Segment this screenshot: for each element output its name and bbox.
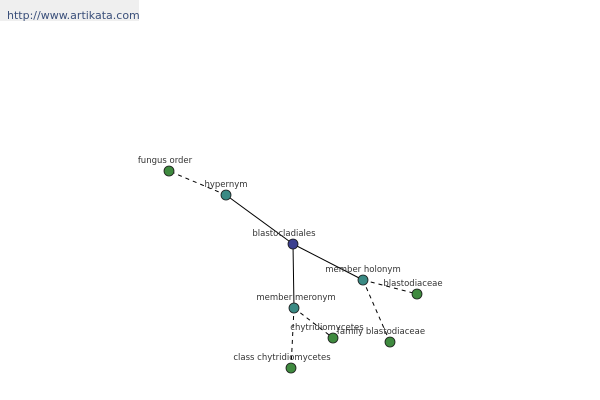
node-chytridiomycetes[interactable] bbox=[327, 332, 339, 344]
url-banner: http://www.artikata.com bbox=[0, 0, 140, 22]
edge-hypernym-to-fungus-order bbox=[168, 170, 227, 196]
node-label-member-meronym[interactable]: member meronym bbox=[256, 293, 335, 303]
node-label-fungus-order[interactable]: fungus order bbox=[138, 156, 193, 166]
node-label-chytridiomycetes[interactable]: chytridiomycetes bbox=[290, 323, 364, 333]
node-center[interactable] bbox=[287, 238, 299, 250]
node-label-center[interactable]: blastocladiales bbox=[252, 229, 316, 239]
node-label-family-blastodiaceae[interactable]: family blastodiaceae bbox=[337, 327, 425, 337]
node-blastodiaceae[interactable] bbox=[411, 288, 423, 300]
node-hypernym[interactable] bbox=[220, 189, 232, 201]
node-family-blastodiaceae[interactable] bbox=[384, 336, 396, 348]
node-label-hypernym[interactable]: hypernym bbox=[204, 180, 247, 190]
node-member-holonym[interactable] bbox=[357, 274, 369, 286]
edge-member-holonym-to-family-blastodiaceae bbox=[362, 279, 391, 343]
edge-member-holonym-to-blastodiaceae bbox=[362, 279, 418, 295]
node-label-blastodiaceae[interactable]: blastodiaceae bbox=[383, 279, 442, 289]
node-label-member-holonym[interactable]: member holonym bbox=[325, 265, 400, 275]
edge-member-meronym-to-chytridiomycetes bbox=[293, 307, 334, 339]
edge-center-to-hypernym bbox=[225, 194, 294, 245]
edge-center-to-member-meronym bbox=[292, 243, 295, 309]
node-member-meronym[interactable] bbox=[288, 302, 300, 314]
edge-center-to-member-holonym bbox=[292, 243, 364, 281]
site-url-link[interactable]: http://www.artikata.com bbox=[7, 9, 140, 22]
node-fungus-order[interactable] bbox=[163, 165, 175, 177]
node-label-class-chytridiomycetes[interactable]: class chytridiomycetes bbox=[233, 353, 331, 363]
node-class-chytridiomycetes[interactable] bbox=[285, 362, 297, 374]
edge-member-meronym-to-class-chytridiomycetes bbox=[290, 307, 295, 369]
